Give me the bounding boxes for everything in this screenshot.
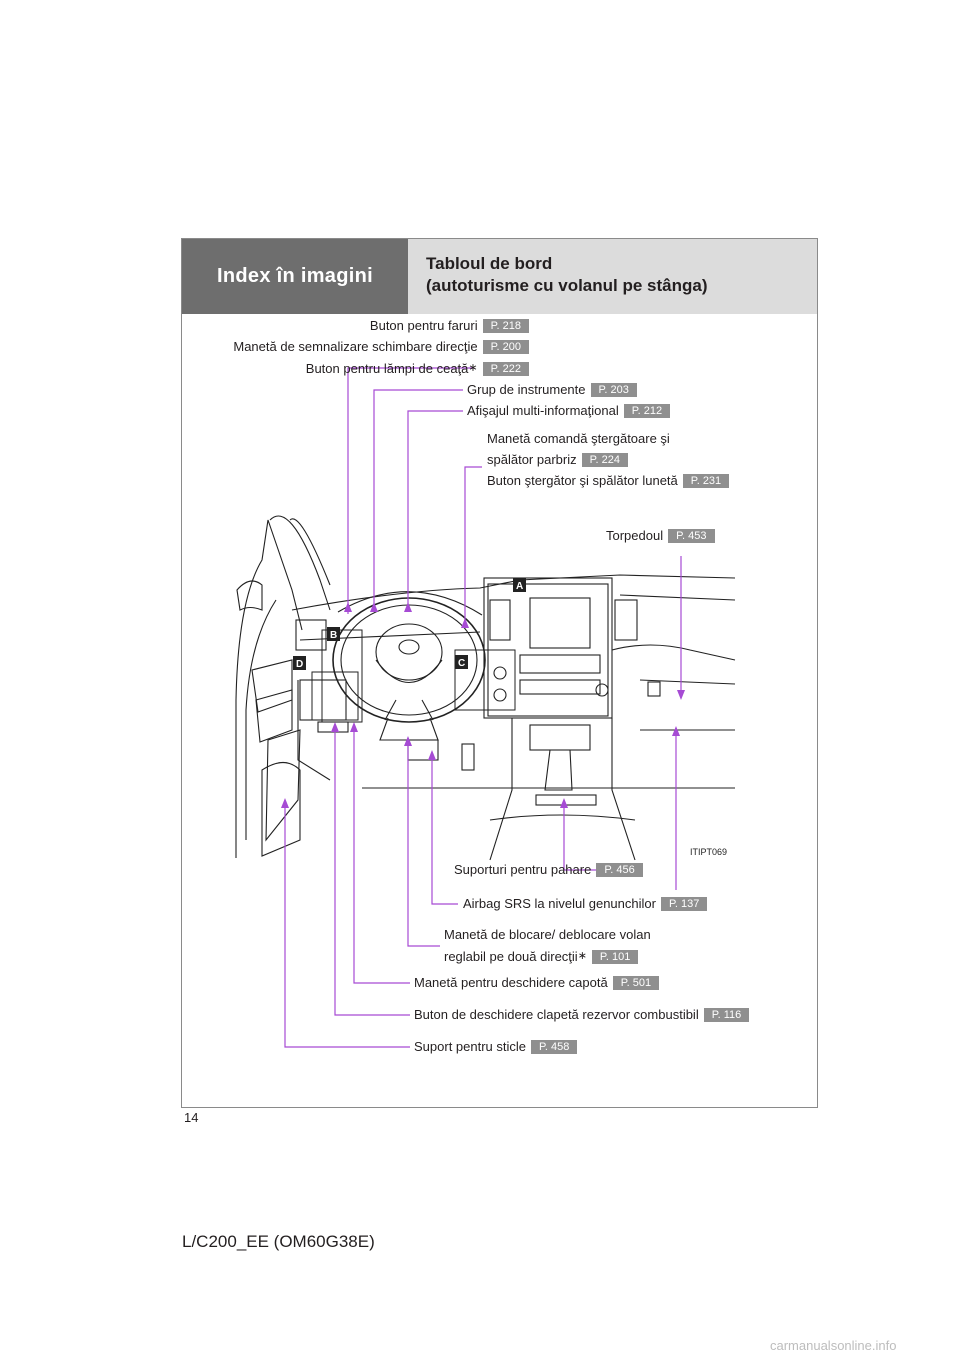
page-ref-rear-wiper[interactable]: P. 231 <box>682 474 730 488</box>
footer-model-code: L/C200_EE (OM60G38E) <box>182 1232 375 1251</box>
label-tilt-line1: Manetă de blocare/ deblocare volan <box>444 927 651 942</box>
callout-c: C <box>458 658 465 669</box>
section-tab: Index în imagini <box>182 239 408 314</box>
page-ref-cup-holders[interactable]: P. 456 <box>596 863 643 877</box>
header-title-line1: Tabloul de bord <box>426 254 553 273</box>
callout-a: A <box>516 581 523 592</box>
label-wiper-line1: Manetă comandă ştergătoare şi <box>487 431 670 446</box>
label-turn-signal-lever: Manetă de semnalizare schimbare direcţie… <box>233 339 529 355</box>
page-ref-knee-airbag[interactable]: P. 137 <box>660 897 708 911</box>
page-ref-gauges[interactable]: P. 203 <box>590 383 637 397</box>
page-ref-multi-display[interactable]: P. 212 <box>623 404 671 418</box>
page-header: Tabloul de bord (autoturisme cu volanul … <box>408 239 817 314</box>
callout-b: B <box>330 630 337 641</box>
page-frame <box>181 238 818 1108</box>
label-fuel-door: Buton de deschidere clapetă rezervor com… <box>414 1007 750 1023</box>
label-tilt-line2: reglabil pe două direcţii∗P. 101 <box>444 948 639 965</box>
page-ref-wiper[interactable]: P. 224 <box>581 453 628 467</box>
page-ref-hood[interactable]: P. 501 <box>612 976 660 990</box>
page-ref-bottle-holder[interactable]: P. 458 <box>531 1040 578 1054</box>
page-number: 14 <box>184 1110 199 1125</box>
page-ref-turn-signal[interactable]: P. 200 <box>482 340 529 354</box>
callout-d: D <box>296 659 303 670</box>
page-ref-fuel-door[interactable]: P. 116 <box>703 1008 750 1022</box>
watermark: carmanualsonline.info <box>770 1338 897 1353</box>
section-title: Index în imagini <box>217 265 373 287</box>
page-ref-tilt[interactable]: P. 101 <box>591 950 639 964</box>
page-ref-fog[interactable]: P. 222 <box>482 362 529 376</box>
callout-badges <box>293 578 526 670</box>
image-code: ITIPT069 <box>690 847 727 857</box>
page-ref-headlight[interactable]: P. 218 <box>482 319 529 333</box>
label-fog-light-switch: Buton pentru lămpi de ceaţă∗P. 222 <box>306 360 529 377</box>
header-title-line2: (autoturisme cu volanul pe stânga) <box>426 276 708 295</box>
page-ref-glovebox[interactable]: P. 453 <box>668 529 715 543</box>
